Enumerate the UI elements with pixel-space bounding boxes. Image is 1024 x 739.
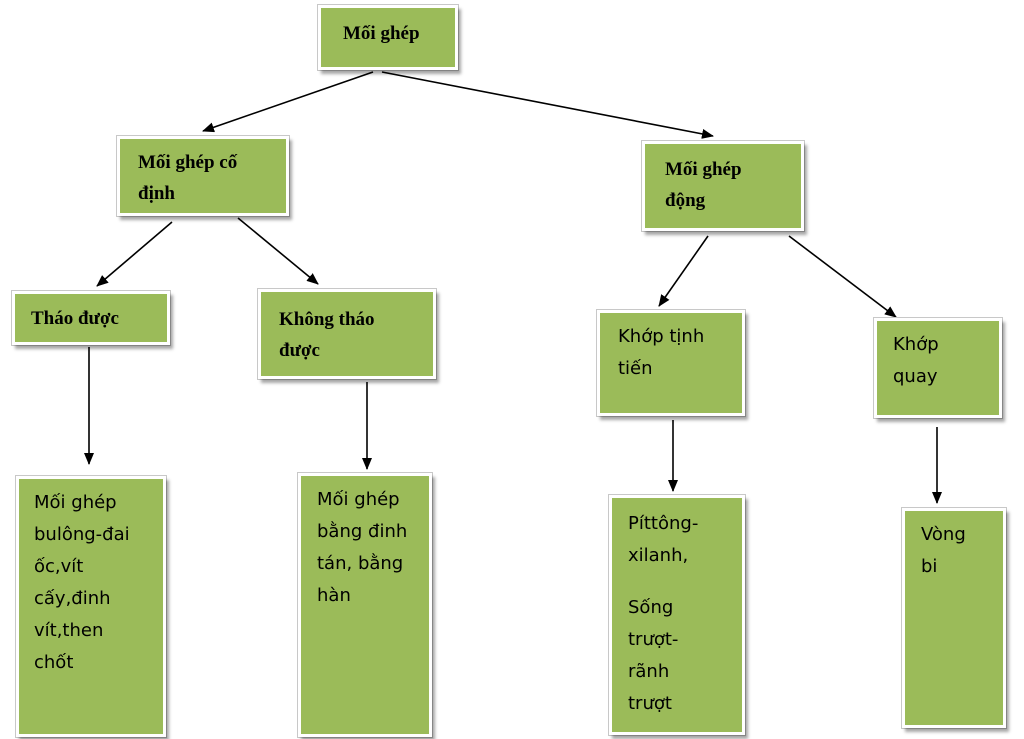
node-root-line-1: Mối ghép [343, 23, 420, 44]
node-moving-line-2: động [665, 190, 706, 211]
sliding-ex-line-1: Píttông- [628, 513, 699, 534]
node-rotary-examples: Vòng bi [902, 508, 1006, 728]
node-permanent-line-1: Không tháo [279, 309, 375, 330]
sliding-ex-spacer [628, 572, 742, 592]
removable-ex-line-6: chốt [34, 652, 74, 673]
permanent-ex-line-4: hàn [317, 585, 351, 606]
arrow-fixed-to-permanent [237, 217, 319, 285]
rotary-ex-line-2: bi [921, 556, 938, 577]
arrow-root-to-fixed [202, 71, 374, 133]
node-moving-line-1: Mối ghép [665, 159, 742, 180]
removable-ex-line-5: vít,then [34, 620, 104, 641]
node-rotary-line-2: quay [893, 366, 938, 387]
node-root: Mối ghép [318, 5, 458, 70]
removable-ex-line-1: Mối ghép [34, 492, 117, 513]
node-sliding-joint: Khớp tịnh tiến [597, 310, 745, 416]
sliding-ex-line-6: rãnh [628, 661, 670, 682]
node-sliding-line-2: tiến [618, 358, 653, 379]
arrow-moving-to-sliding [658, 235, 709, 307]
node-removable-line-1: Tháo được [31, 308, 119, 329]
rotary-ex-line-1: Vòng [921, 524, 966, 545]
sliding-ex-line-2: xilanh, [628, 545, 689, 566]
permanent-ex-line-2: bằng đinh [317, 521, 408, 542]
removable-ex-line-2: bulông-đai [34, 524, 130, 545]
node-fixed-line-2: định [138, 183, 175, 204]
permanent-ex-line-1: Mối ghép [317, 489, 400, 510]
removable-ex-line-4: cấy,đinh [34, 588, 111, 609]
node-fixed-line-1: Mối ghép cố [138, 152, 238, 173]
node-rotary-joint: Khớp quay [874, 318, 1002, 418]
node-fixed-joint: Mối ghép cố định [117, 136, 289, 216]
sliding-ex-line-4: Sống [628, 597, 674, 618]
node-moving-joint: Mối ghép động [642, 141, 804, 231]
removable-ex-line-3: ốc,vít [34, 556, 84, 577]
sliding-ex-line-5: trượt- [628, 629, 679, 650]
arrow-fixed-to-removable [96, 221, 173, 287]
node-sliding-line-1: Khớp tịnh [618, 326, 705, 347]
node-permanent-examples: Mối ghép bằng đinh tán, bằng hàn [298, 473, 432, 737]
node-sliding-examples: Píttông- xilanh, Sống trượt- rãnh trượt [609, 495, 745, 735]
node-permanent-line-2: được [279, 340, 320, 361]
node-permanent: Không tháo được [258, 289, 436, 379]
permanent-ex-line-3: tán, bằng [317, 553, 404, 574]
node-rotary-line-1: Khớp [893, 334, 939, 355]
sliding-ex-line-7: trượt [628, 693, 672, 714]
arrow-moving-to-rotary [788, 235, 897, 318]
node-removable-examples: Mối ghép bulông-đai ốc,vít cấy,đinh vít,… [16, 476, 166, 737]
node-removable: Tháo được [12, 291, 170, 345]
arrow-root-to-moving [381, 71, 714, 139]
